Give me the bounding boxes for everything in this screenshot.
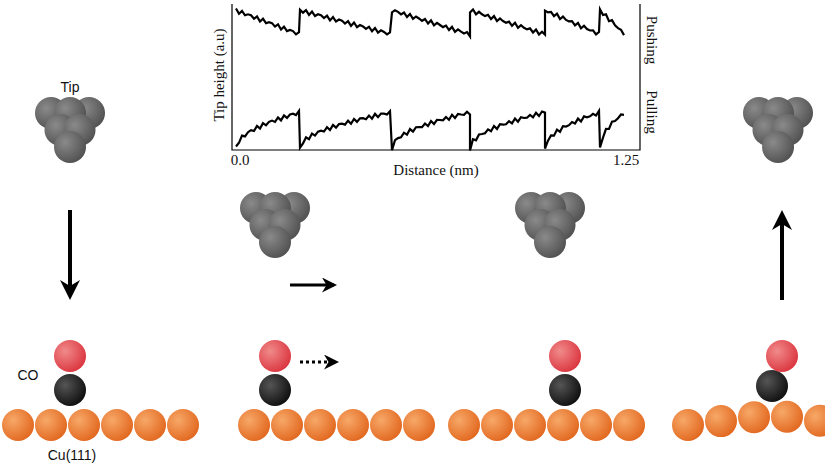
cu-atom	[448, 409, 480, 441]
carbon-atom	[549, 374, 581, 406]
cu-atom	[101, 409, 133, 441]
cu-atom	[804, 405, 825, 437]
tip-atom	[54, 131, 86, 163]
co-motion-arrow	[300, 361, 336, 364]
oxygen-atom	[259, 340, 291, 372]
lateral-arrow	[290, 284, 334, 287]
cu-atom	[337, 409, 369, 441]
tick-label: 1.25	[613, 152, 639, 169]
tick-label: 0.0	[231, 152, 250, 169]
cu-atom	[271, 409, 303, 441]
cu-atom	[738, 401, 770, 433]
trace-label: Pulling	[644, 90, 661, 133]
trace-label: Pushing	[644, 16, 661, 64]
axis-title: Distance (nm)	[393, 162, 478, 179]
carbon-atom	[54, 374, 86, 406]
cu-atom	[238, 409, 270, 441]
cu-atom	[613, 409, 645, 441]
oxygen-atom	[766, 340, 798, 372]
tip-atom	[259, 226, 291, 258]
oxygen-atom	[54, 340, 86, 372]
part-label: Cu(111)	[48, 448, 97, 463]
tip-atom	[534, 226, 566, 258]
part-label: Tip	[61, 80, 80, 95]
atoms	[2, 97, 825, 441]
carbon-atom	[259, 374, 291, 406]
pushing-trace	[236, 9, 624, 37]
cu-atom	[514, 409, 546, 441]
cu-atom	[2, 409, 34, 441]
pulling-trace	[236, 111, 624, 151]
cu-atom	[68, 409, 100, 441]
part-label: CO	[18, 368, 39, 383]
carbon-atom	[756, 370, 788, 402]
oxygen-atom	[549, 340, 581, 372]
cu-atom	[547, 409, 579, 441]
cu-atom	[705, 405, 737, 437]
chart-axes	[232, 4, 640, 150]
motion-arrows	[70, 210, 782, 362]
axis-title: Tip height (a.u)	[211, 28, 228, 121]
tip-atom	[762, 131, 794, 163]
cu-atom	[167, 409, 199, 441]
cu-atom	[134, 409, 166, 441]
cu-atom	[304, 409, 336, 441]
cu-atom	[580, 409, 612, 441]
chart-inset	[232, 4, 640, 150]
cu-atom	[35, 409, 67, 441]
cu-atom	[481, 409, 513, 441]
approach-arrow	[68, 210, 72, 296]
retract-arrow	[780, 214, 784, 300]
cu-atom	[403, 409, 435, 441]
cu-atom	[672, 409, 704, 441]
cu-atom	[370, 409, 402, 441]
cu-atom	[771, 401, 803, 433]
